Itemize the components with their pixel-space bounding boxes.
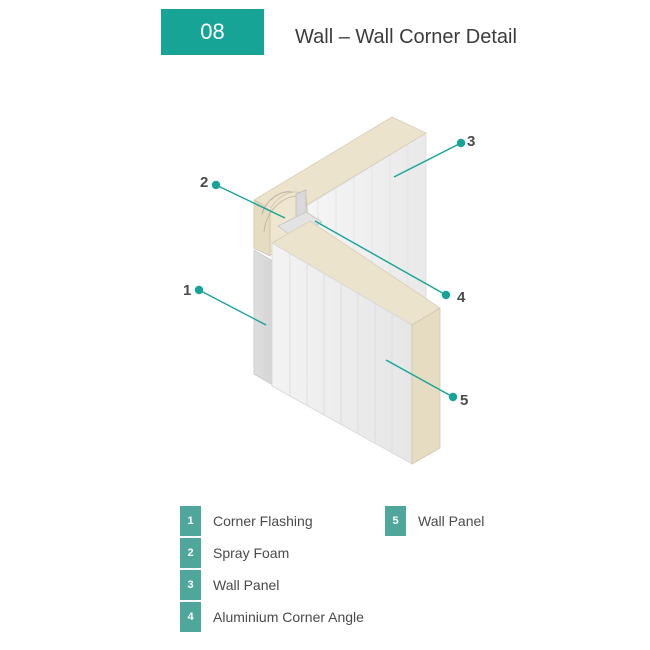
legend-item-2: 2 Spray Foam xyxy=(180,538,289,568)
legend-number-badge: 4 xyxy=(180,602,201,632)
legend-item-4: 4 Aluminium Corner Angle xyxy=(180,602,364,632)
legend-item-3: 3 Wall Panel xyxy=(180,570,279,600)
legend-number-badge: 2 xyxy=(180,538,201,568)
callout-number-3: 3 xyxy=(467,133,475,150)
front-wall-panel xyxy=(271,220,441,465)
page-title: Wall – Wall Corner Detail xyxy=(295,26,517,48)
leader-line-5 xyxy=(385,359,454,398)
legend-label: Aluminium Corner Angle xyxy=(213,609,364,625)
legend-number-badge: 1 xyxy=(180,506,201,536)
callout-number-1: 1 xyxy=(183,282,191,299)
legend-item-1: 1 Corner Flashing xyxy=(180,506,313,536)
leader-dot-3 xyxy=(456,138,466,148)
leader-dot-2 xyxy=(211,180,221,190)
leader-line-3 xyxy=(393,142,462,178)
leader-line-4 xyxy=(314,220,447,296)
leader-dot-5 xyxy=(448,392,458,402)
detail-number-badge: 08 xyxy=(161,9,264,55)
legend-label: Corner Flashing xyxy=(213,513,313,529)
legend-label: Wall Panel xyxy=(418,513,485,529)
detail-number: 08 xyxy=(200,19,225,44)
legend-number-badge: 5 xyxy=(385,506,406,536)
leader-line-2 xyxy=(215,184,286,219)
leader-dot-1 xyxy=(194,285,204,295)
leader-line-1 xyxy=(198,289,267,326)
callout-number-5: 5 xyxy=(460,392,468,409)
callout-number-2: 2 xyxy=(200,174,208,191)
legend-label: Wall Panel xyxy=(213,577,280,593)
legend-label: Spray Foam xyxy=(213,545,290,561)
callout-number-4: 4 xyxy=(457,289,466,306)
legend-item-5: 5 Wall Panel xyxy=(385,506,484,536)
legend-number-badge: 3 xyxy=(180,570,201,600)
leader-dot-4 xyxy=(441,290,451,300)
